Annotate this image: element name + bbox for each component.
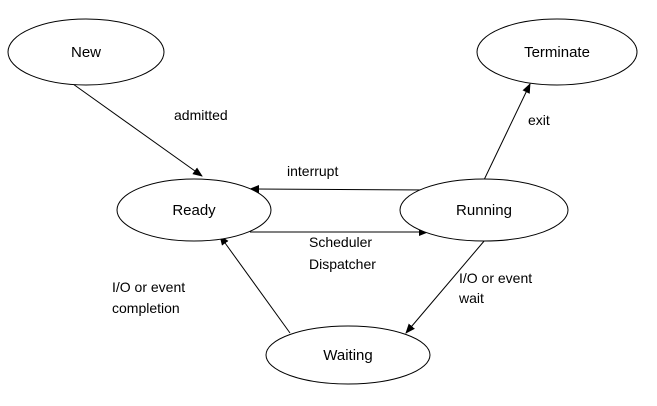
label-scheduler: Scheduler [309,234,372,250]
label-io-wait-line1: I/O or event [459,270,532,286]
edge-new-to-ready [72,83,203,177]
label-io-completion-line1: I/O or event [112,279,185,295]
state-waiting-label: Waiting [323,347,372,364]
label-interrupt: interrupt [287,163,338,179]
label-admitted: admitted [174,107,228,123]
edge-running-to-ready-interrupt [249,185,431,194]
state-running-label: Running [456,202,512,219]
state-new: New [7,18,165,86]
edge-running-to-terminate [482,83,531,183]
state-ready-label: Ready [172,202,216,219]
state-ready: Ready [116,178,272,242]
label-exit: exit [528,112,550,128]
state-new-label: New [71,44,101,61]
state-running: Running [399,178,569,242]
state-waiting: Waiting [265,325,431,385]
edge-running-to-waiting [405,239,486,334]
state-terminate: Terminate [476,18,638,86]
edge-waiting-to-ready [219,235,291,334]
state-terminate-label: Terminate [524,44,590,61]
label-io-completion-line2: completion [112,300,180,316]
label-io-wait-line2: wait [458,290,484,306]
label-dispatcher: Dispatcher [309,256,376,272]
